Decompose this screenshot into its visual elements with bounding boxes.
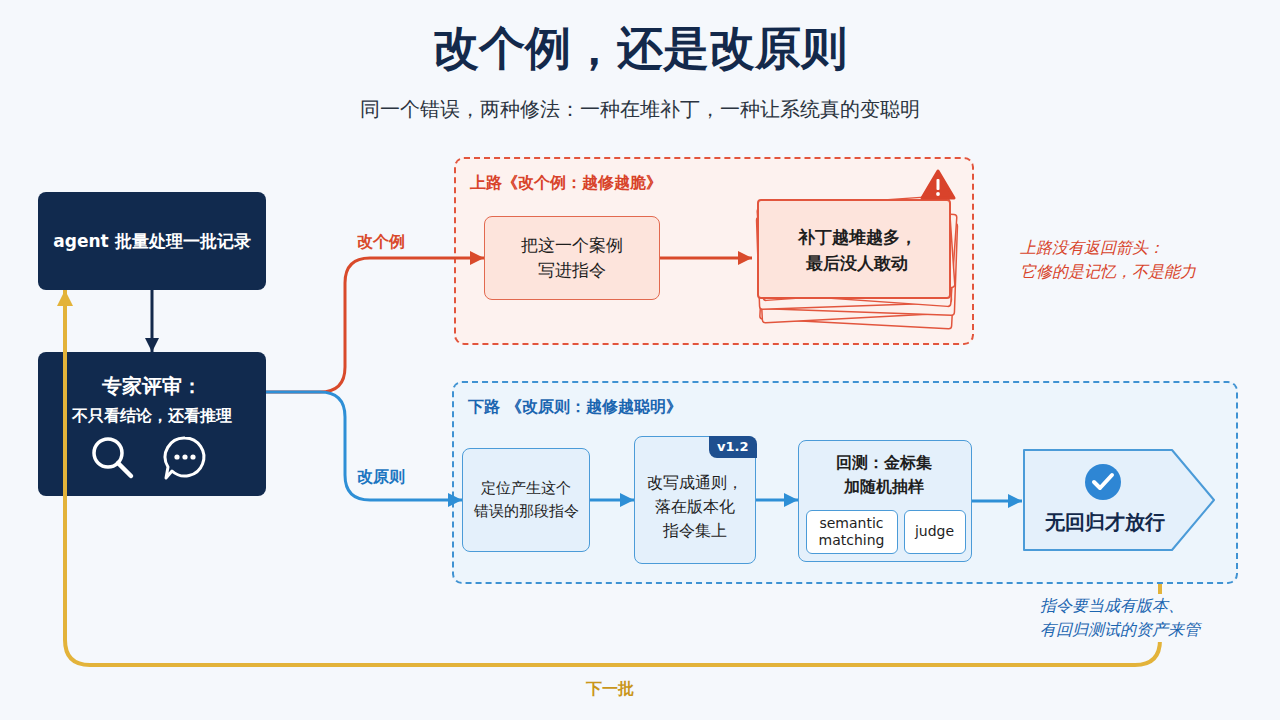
branch-arrow — [266, 392, 462, 500]
gate-label: 无回归才放行 — [1022, 508, 1188, 536]
chip-label: judge — [905, 523, 965, 540]
paper-stack: 补丁越堆越多， 最后没人敢动 — [752, 170, 962, 336]
arrow-pentagon — [1024, 450, 1214, 550]
process-label: 定位产生这个 错误的那段指令 — [466, 477, 586, 523]
annotation-note: 指令要当成有版本、 有回归测试的资产来管 — [1040, 594, 1240, 642]
flow-arrow — [151, 290, 154, 352]
group-heading: 上路《改个例：越修越脆》 — [470, 171, 662, 195]
process-box: 把这一个案例 写进指令 — [484, 216, 660, 300]
process-label: 补丁越堆越多， 最后没人敢动 — [782, 224, 932, 276]
process-label: 把这一个案例 写进指令 — [502, 233, 642, 283]
box-heading: 专家评审： — [102, 372, 202, 400]
method-chip: judge — [904, 510, 966, 554]
release-gate: 无回归才放行 — [1022, 448, 1216, 552]
method-chip: semantic matching — [806, 510, 898, 554]
edge-label: 改原则 — [357, 466, 405, 488]
edge-label: 下一批 — [586, 678, 634, 700]
diagram-title: 改个例，还是改原则 — [0, 18, 1280, 78]
path-group: 下路 《改原则：越修越聪明》定位产生这个 错误的那段指令 v1.2 改写成通则， 落… — [452, 381, 1238, 584]
group-heading: 下路 《改原则：越修越聪明》 — [468, 395, 682, 419]
diagram-caption: 同一个错误，两种修法：一种在堆补丁，一种让系统真的变聪明 — [0, 95, 1280, 123]
edge-label: 改个例 — [357, 231, 405, 253]
annotation-note: 上路没有返回箭头： 它修的是记忆，不是能力 — [1020, 236, 1235, 284]
path-group: 上路《改个例：越修越脆》把这一个案例 写进指令 补丁越堆越多， 最后没人敢动 — [454, 157, 974, 345]
review-box: 专家评审： 不只看结论，还看推理 — [38, 352, 266, 496]
box-body: 不只看结论，还看推理 — [72, 404, 232, 428]
box-heading: 回测：金标集 加随机抽样 — [814, 451, 954, 499]
process-label: 改写成通则， 落在版本化 指令集上 — [640, 471, 750, 543]
process-box: agent 批量处理一批记录 — [38, 192, 266, 290]
chip-label: semantic matching — [809, 515, 895, 549]
process-box: v1.2 改写成通则， 落在版本化 指令集上 — [634, 436, 756, 564]
process-label: agent 批量处理一批记录 — [53, 230, 250, 253]
process-box: 定位产生这个 错误的那段指令 — [462, 448, 590, 552]
gate-outline — [1022, 448, 1216, 552]
paper-sheet — [757, 195, 955, 300]
paper-sheet — [758, 200, 950, 298]
test-box: 回测：金标集 加随机抽样 semantic matching judge — [798, 440, 972, 562]
version-tag: v1.2 — [709, 436, 757, 458]
branch-arrow — [266, 258, 484, 392]
